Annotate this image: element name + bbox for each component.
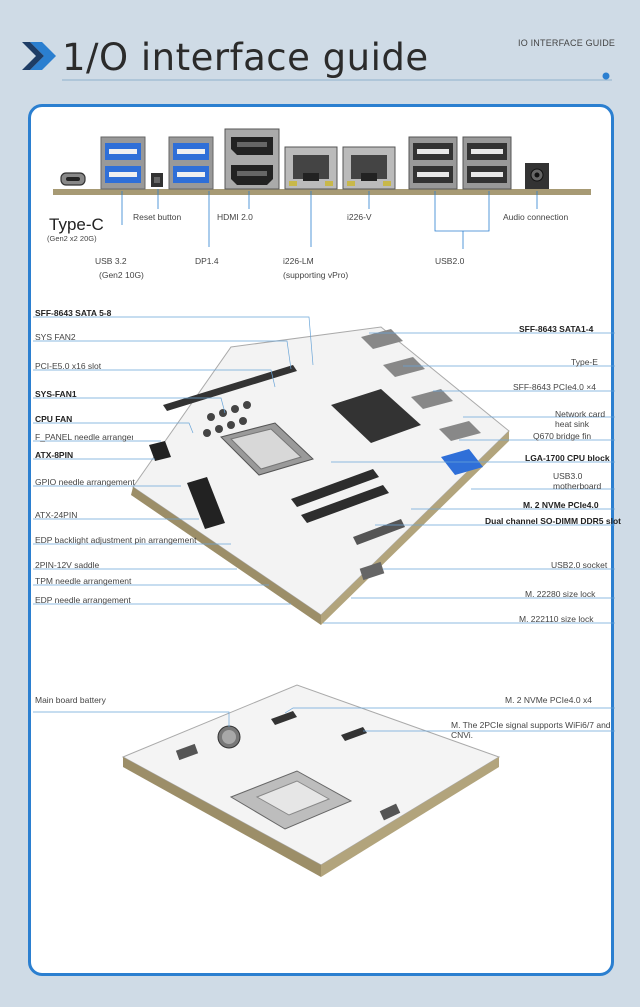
motherboard-back-view xyxy=(121,684,501,877)
label-type-c-sub: (Gen2 x2 20G) xyxy=(47,234,97,243)
label-pcie-slot: PCI-E5.0 x16 slot xyxy=(35,361,102,371)
label-back-nvme: M. 2 NVMe PCIe4.0 x4 xyxy=(505,695,592,705)
label-sata-1-4: SFF-8643 SATA1-4 xyxy=(519,324,594,334)
label-lga1700: LGA-1700 CPU block xyxy=(525,453,610,463)
label-wifi: M. The 2PCIe signal supports WiFi6/7 and… xyxy=(451,720,611,740)
label-gpio: GPIO needle arrangement xyxy=(35,477,135,487)
label-sys-fan2: SYS FAN2 xyxy=(35,332,76,342)
usb32-stack-2 xyxy=(168,136,214,190)
label-hdmi: HDMI 2.0 xyxy=(217,212,253,222)
page-title: 1/O interface guide xyxy=(62,36,429,79)
label-usb20: USB2.0 xyxy=(435,256,465,266)
label-tpm: TPM needle arrangement xyxy=(35,576,132,586)
label-usb32: USB 3.2 xyxy=(95,256,127,266)
label-type-c: Type-C xyxy=(49,215,104,234)
label-reset-button: Reset button xyxy=(133,212,182,222)
chevron-right-dark-icon xyxy=(22,42,44,70)
usb20-stack-2 xyxy=(462,136,512,190)
io-leader-lines xyxy=(121,189,538,249)
dp-hdmi-stack xyxy=(224,128,280,190)
io-panel-illustration xyxy=(33,128,615,877)
rj45-port-2 xyxy=(342,146,396,190)
io-base-plate xyxy=(53,189,591,195)
audio-jack-center xyxy=(534,172,540,178)
motherboard-top-view xyxy=(131,326,510,625)
label-network-heatsink: Network card heat sink xyxy=(555,409,606,429)
label-i226lm-sub: (supporting vPro) xyxy=(283,270,349,280)
label-f-panel: F_PANEL needle arrangement xyxy=(35,433,133,442)
label-usb32-sub: (Gen2 10G) xyxy=(99,270,144,280)
label-audio: Audio connection xyxy=(503,212,569,222)
board1-leader-lines xyxy=(33,316,615,624)
type-c-tongue xyxy=(66,177,80,181)
label-atx-24pin: ATX-24PIN xyxy=(35,510,78,520)
label-type-e: Type-E xyxy=(571,357,598,367)
page-header: 1/O interface guide IO INTERFACE GUIDE xyxy=(0,0,640,100)
page-tag: IO INTERFACE GUIDE xyxy=(518,38,616,48)
label-sys-fan1: SYS-FAN1 xyxy=(35,389,77,399)
label-dp: DP1.4 xyxy=(195,256,219,266)
rj45-port-1 xyxy=(284,146,338,190)
label-usb20-socket: USB2.0 socket xyxy=(551,560,608,570)
label-cpu-fan: CPU FAN xyxy=(35,414,73,424)
label-2pin-12v: 2PIN-12V saddle xyxy=(35,560,100,570)
header-dot xyxy=(602,72,610,80)
label-sata-5-8: SFF-8643 SATA 5-8 xyxy=(35,308,112,318)
label-sff-pcie: SFF-8643 PCIe4.0 ×4 xyxy=(513,382,596,392)
label-m2-22280: M. 22280 size lock xyxy=(525,589,596,599)
label-q670: Q670 bridge fin xyxy=(533,431,592,441)
usb20-stack-1 xyxy=(408,136,458,190)
label-atx-8pin: ATX-8PIN xyxy=(35,450,74,460)
label-usb30-board: USB3.0 motherboard xyxy=(553,471,602,491)
label-i226v: i226-V xyxy=(347,212,372,222)
chevron-right-icon xyxy=(30,42,56,70)
usb32-stack-1 xyxy=(100,136,146,190)
reset-button-cap xyxy=(154,177,160,183)
label-m2-222110: M. 222110 size lock xyxy=(519,614,594,624)
board2-leader-lines xyxy=(33,707,615,732)
guide-card: Type-C (Gen2 x2 20G) Reset button HDMI 2… xyxy=(28,104,621,976)
label-i226lm: i226-LM xyxy=(283,256,314,266)
label-edp-backlight: EDP backlight adjustment pin arrangement xyxy=(35,536,197,545)
label-dimm: Dual channel SO-DIMM DDR5 slot xyxy=(485,516,622,526)
label-edp: EDP needle arrangement xyxy=(35,595,131,605)
label-battery: Main board battery xyxy=(35,695,106,705)
label-m2-nvme: M. 2 NVMe PCIe4.0 xyxy=(523,500,599,510)
header-decoration xyxy=(22,42,612,81)
